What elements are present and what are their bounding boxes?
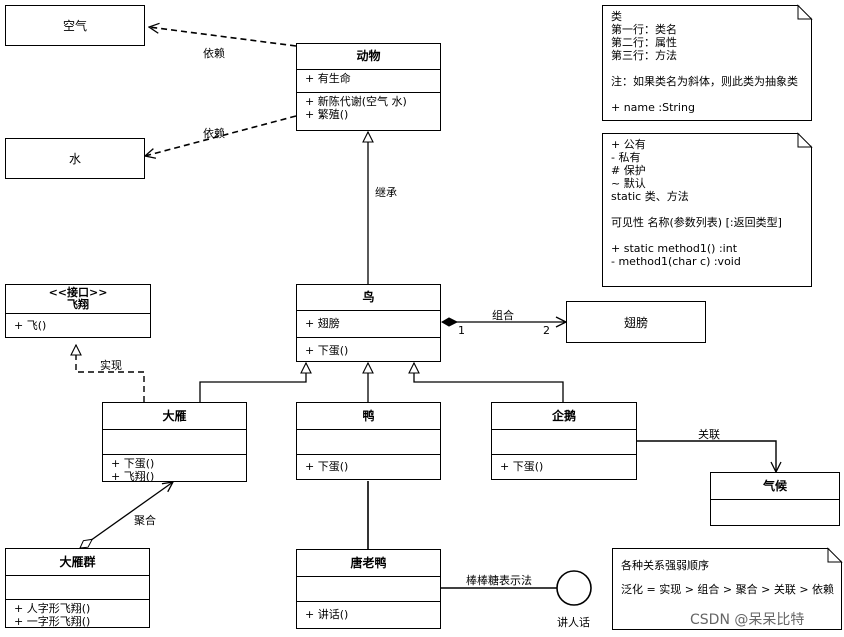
inheritance-penguin-bird-line [414,363,564,402]
goose-attributes [103,429,246,454]
realization-label: 实现 [100,359,122,372]
penguin-class-name: 企鹅 [551,409,576,423]
bird-class-name: 鸟 [362,290,375,304]
lollipop-label: 棒棒糖表示法 [466,574,532,587]
goose-flock-method-1: + 一字形飞翔() [14,615,91,628]
bird-class: 鸟 + 翅膀 + 下蛋() [296,284,441,362]
flying-interface: <<接口>> 飞翔 + 飞() [5,284,151,338]
goose-methods: + 下蛋() + 飞翔() [103,454,246,483]
animal-method-1: + 繁殖() [305,108,349,121]
note1-line-0: 类 [611,10,622,23]
duck-method-0: + 下蛋() [305,460,349,473]
air-box: 空气 [5,5,145,46]
association-label: 关联 [698,428,720,441]
animal-class-name: 动物 [356,49,381,63]
note2-line-7 [611,229,803,242]
multiplicity-2: 2 [543,324,550,337]
goose-class: 大雁 + 下蛋() + 飞翔() [102,402,247,483]
duck-class: 鸭 + 下蛋() [296,402,441,480]
wing-label: 翅膀 [623,315,648,330]
goose-flock-method-0: + 人字形飞翔() [14,602,91,615]
animal-method-0: + 新陈代谢(空气 水) [305,95,407,108]
bird-methods: + 下蛋() [297,337,440,361]
climate-body [711,499,839,525]
association-penguin-climate-line [637,440,776,472]
animal-methods: + 新陈代谢(空气 水) + 繁殖() [297,92,440,130]
dependency-air-label: 依赖 [203,47,225,60]
inheritance-label: 继承 [375,186,397,199]
water-box: 水 [5,138,145,179]
penguin-method-0: + 下蛋() [500,460,544,473]
donald-duck-class-name: 唐老鸭 [350,556,387,570]
goose-flock-class: 大雁群 + 人字形飞翔() + 一字形飞翔() [5,548,150,628]
note2-line-2: # 保护 [611,164,646,177]
donald-duck-method-0: + 讲话() [305,608,349,621]
note2-line-9: - method1(char c) :void [611,255,741,268]
goose-method-0: + 下蛋() [111,457,155,470]
multiplicity-1: 1 [458,324,465,337]
penguin-attributes [492,429,636,454]
dependency-air-line [149,27,297,47]
bird-method-0: + 下蛋() [305,344,349,357]
note2-line-8: + static method1() :int [611,242,738,255]
donald-duck-class: 唐老鸭 + 讲话() [296,549,441,629]
bird-attributes: + 翅膀 [297,310,440,337]
note1-line-3: 第三行：方法 [611,49,677,62]
climate-class: 气候 [710,472,840,526]
note1-line-5: 注：如果类名为斜体，则此类为抽象类 [611,75,798,88]
goose-class-name: 大雁 [162,409,187,423]
goose-flock-attributes [6,575,149,599]
class-structure-note: 类 第一行：类名 第二行：属性 第三行：方法 注：如果类名为斜体，则此类为抽象类… [602,5,812,121]
note1-line-7: + name :String [611,101,695,114]
note2-line-0: + 公有 [611,138,646,151]
interface-name: 飞翔 [67,298,89,311]
interface-method-0: + 飞() [14,319,47,332]
interface-methods: + 飞() [6,313,150,337]
note1-line-1: 第一行：类名 [611,23,677,36]
note2-line-4: static 类、方法 [611,190,689,203]
animal-attributes: + 有生命 [297,69,440,92]
composition-label: 组合 [492,309,514,322]
note2-line-5 [611,203,803,216]
goose-method-1: + 飞翔() [111,470,155,483]
note1-line-6 [611,88,803,101]
note3-title: 各种关系强弱顺序 [621,559,709,572]
animal-class: 动物 + 有生命 + 新陈代谢(空气 水) + 繁殖() [296,43,441,131]
donald-duck-methods: + 讲话() [297,601,440,628]
note1-line-4 [611,62,803,75]
speak-label: 讲人话 [557,616,590,629]
air-label: 空气 [62,19,87,33]
water-label: 水 [68,152,81,166]
visibility-note: + 公有 - 私有 # 保护 ~ 默认 static 类、方法 可见性 名称(参… [602,133,812,287]
dependency-water-line [145,115,297,156]
bird-attr-0: + 翅膀 [305,317,340,330]
penguin-class: 企鹅 + 下蛋() [491,402,637,480]
duck-attributes [297,429,440,454]
note1-line-2: 第二行：属性 [611,36,677,49]
penguin-methods: + 下蛋() [492,454,636,479]
duck-class-name: 鸭 [362,409,375,423]
animal-attr-0: + 有生命 [305,72,351,85]
aggregation-flock-goose-line [80,482,173,548]
wing-box: 翅膀 [566,301,706,343]
climate-class-name: 气候 [762,479,787,493]
note2-line-6: 可见性 名称(参数列表) [:返回类型] [611,216,782,229]
donald-duck-attributes [297,576,440,601]
realization-goose-iface-line [76,345,145,402]
note3-order: 泛化 = 实现 > 组合 > 聚合 > 关联 > 依赖 [621,583,835,596]
watermark: CSDN @呆呆比特 [688,609,807,629]
note2-line-1: - 私有 [611,151,641,164]
aggregation-label: 聚合 [134,514,156,527]
goose-flock-class-name: 大雁群 [59,555,96,569]
goose-flock-methods: + 人字形飞翔() + 一字形飞翔() [6,599,149,628]
interface-stereotype: <<接口>> [48,286,108,299]
duck-methods: + 下蛋() [297,454,440,479]
dependency-water-label: 依赖 [203,127,225,140]
inheritance-goose-bird-line [199,363,306,402]
note2-line-3: ~ 默认 [611,177,646,190]
